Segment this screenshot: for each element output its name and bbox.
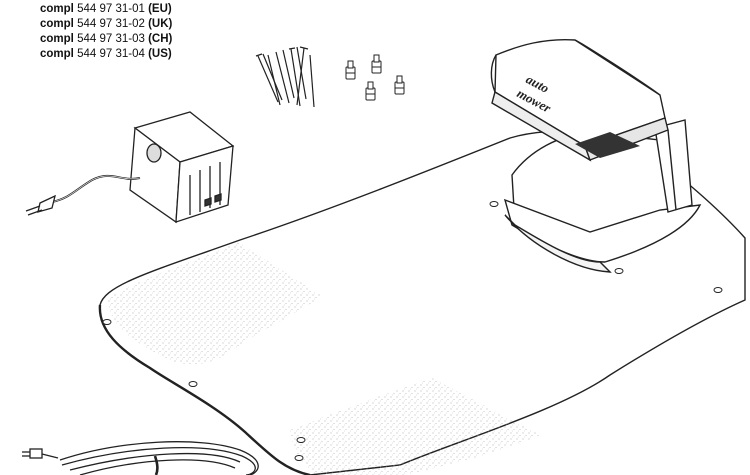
- part-region: (US): [148, 48, 172, 60]
- part-region: (CH): [148, 33, 173, 45]
- part-row: compl 544 97 31-03 (CH): [40, 32, 172, 47]
- charging-station-icon: auto mower: [490, 38, 702, 273]
- part-number: 544 97 31-02: [77, 18, 145, 30]
- part-row: compl 544 97 31-04 (US): [40, 47, 172, 62]
- connectors-icon: [345, 54, 405, 101]
- transformer-icon: [25, 111, 235, 224]
- part-prefix: compl: [40, 48, 74, 60]
- part-prefix: compl: [40, 3, 74, 15]
- part-row: compl 544 97 31-02 (UK): [40, 17, 172, 32]
- part-region: (UK): [148, 18, 173, 30]
- pegs-icon: [255, 46, 315, 108]
- part-row: compl 544 97 31-01 (EU): [40, 2, 172, 17]
- parts-list: compl 544 97 31-01 (EU) compl 544 97 31-…: [40, 2, 172, 62]
- part-prefix: compl: [40, 18, 74, 30]
- part-number: 544 97 31-01: [77, 3, 145, 15]
- part-number: 544 97 31-03: [77, 33, 145, 45]
- cable-icon: [22, 441, 259, 475]
- part-number: 544 97 31-04: [77, 48, 145, 60]
- part-region: (EU): [148, 3, 172, 15]
- part-prefix: compl: [40, 33, 74, 45]
